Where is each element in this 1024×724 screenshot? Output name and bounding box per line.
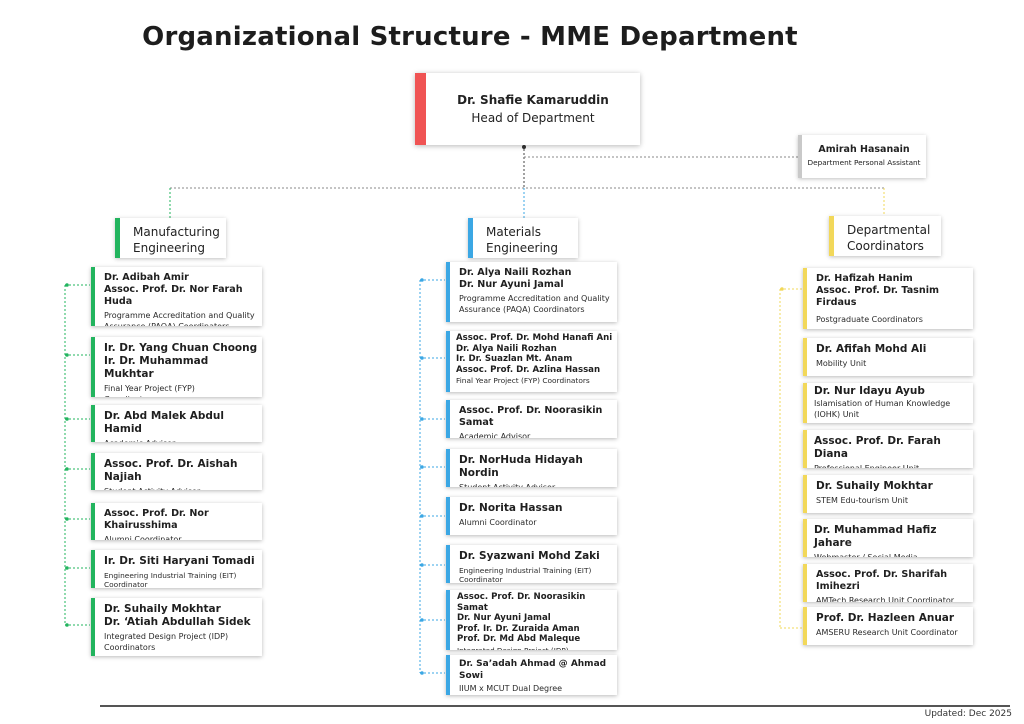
materials-card-paqa: Dr. Alya Naili Rozhan Dr. Nur Ayuni Jama… <box>446 262 617 322</box>
card-names: Dr. Muhammad Hafiz Jahare <box>814 524 937 549</box>
section-accent-bar <box>468 218 473 258</box>
manufacturing-card-paqa: Dr. Adibah Amir Assoc. Prof. Dr. Nor Far… <box>91 267 262 326</box>
updated-date: Updated: Dec 2025 <box>924 709 1012 719</box>
card-names: Dr. Sa’adah Ahmad @ Ahmad Sowi <box>459 659 607 681</box>
card-role: STEM Edu-tourism Unit <box>816 496 908 505</box>
card-role: Alumni Coordinator <box>104 535 182 540</box>
card-names: Assoc. Prof. Dr. Aishah Najiah <box>104 458 238 483</box>
personal-assistant-card: Amirah Hasanain Department Personal Assi… <box>798 135 926 178</box>
section-title: Manufacturing Engineering <box>133 225 220 255</box>
head-role: Head of Department <box>471 111 595 125</box>
card-names: Assoc. Prof. Dr. Sharifah Imihezri <box>816 569 948 592</box>
card-names: Assoc. Prof. Dr. Noorasikin Samat Dr. Nu… <box>457 592 586 644</box>
coordinator-card-webmaster: Dr. Muhammad Hafiz JahareWebmaster / Soc… <box>803 519 973 557</box>
head-accent-bar <box>415 73 426 145</box>
page-title: Organizational Structure - MME Departmen… <box>142 22 798 52</box>
coordinator-card-professional-engineer: Assoc. Prof. Dr. Farah DianaProfessional… <box>803 430 973 468</box>
materials-card-fyp: Assoc. Prof. Dr. Mohd Hanafi Ani Dr. Aly… <box>446 331 617 392</box>
card-role: Mobility Unit <box>816 359 867 368</box>
section-accent-bar <box>115 218 120 258</box>
card-names: Dr. Suhaily Mokhtar Dr. ‘Atiah Abdullah … <box>104 603 251 628</box>
materials-card-idp: Assoc. Prof. Dr. Noorasikin Samat Dr. Nu… <box>446 590 617 650</box>
card-role: IIUM x MCUT Dual Degree Programme Coordi… <box>459 684 563 695</box>
card-role: Postgraduate Coordinators <box>816 315 923 324</box>
card-names: Dr. Afifah Mohd Ali <box>816 343 927 355</box>
card-names: Ir. Dr. Yang Chuan Choong Ir. Dr. Muhamm… <box>104 342 258 380</box>
materials-card-student-activity: Dr. NorHuda Hidayah NordinStudent Activi… <box>446 449 617 487</box>
coordinator-card-postgraduate: Dr. Hafizah Hanim Assoc. Prof. Dr. Tasni… <box>803 268 973 329</box>
head-name: Dr. Shafie Kamaruddin <box>457 93 609 107</box>
card-names: Dr. Alya Naili Rozhan Dr. Nur Ayuni Jama… <box>459 267 572 290</box>
card-names: Assoc. Prof. Dr. Mohd Hanafi Ani Dr. Aly… <box>456 333 613 375</box>
section-coordinators: Departmental Coordinators <box>829 216 941 256</box>
card-role: Academic Advisor <box>104 439 258 442</box>
card-role: Student Activity Advisor <box>104 487 258 490</box>
manufacturing-card-fyp: Ir. Dr. Yang Chuan Choong Ir. Dr. Muhamm… <box>91 337 262 397</box>
section-title: Departmental Coordinators <box>847 223 931 253</box>
card-role: Programme Accreditation and Quality Assu… <box>459 294 610 314</box>
card-names: Dr. Adibah Amir Assoc. Prof. Dr. Nor Far… <box>104 272 243 307</box>
section-materials: Materials Engineering <box>468 218 578 258</box>
card-role: Final Year Project (FYP) Coordinators <box>456 376 590 385</box>
card-names: Dr. Syazwani Mohd Zaki <box>459 550 600 562</box>
card-role: Final Year Project (FYP) Coordinators <box>104 384 195 397</box>
manufacturing-card-student-activity: Assoc. Prof. Dr. Aishah NajiahStudent Ac… <box>91 453 262 490</box>
card-names: Assoc. Prof. Dr. Noorasikin Samat <box>459 405 603 428</box>
assistant-name: Amirah Hasanain <box>818 144 910 155</box>
section-manufacturing: Manufacturing Engineering <box>115 218 226 258</box>
card-names: Dr. NorHuda Hidayah Nordin <box>459 454 583 479</box>
card-role: AMTech Research Unit Coordinator <box>816 596 955 602</box>
card-names: Assoc. Prof. Dr. Nor Khairusshima <box>104 508 209 531</box>
manufacturing-card-academic-advisor: Dr. Abd Malek Abdul HamidAcademic Adviso… <box>91 405 262 442</box>
card-role: AMSERU Research Unit Coordinator <box>816 628 958 637</box>
card-names: Dr. Nur Idayu Ayub <box>814 385 925 397</box>
card-names: Assoc. Prof. Dr. Farah Diana <box>814 435 941 460</box>
section-title: Materials Engineering <box>486 225 558 255</box>
card-role: Islamisation of Human Knowledge (IOHK) U… <box>814 399 951 419</box>
section-accent-bar <box>829 216 834 256</box>
card-names: Prof. Dr. Hazleen Anuar <box>816 612 955 624</box>
card-role: Alumni Coordinator <box>459 518 537 527</box>
assistant-role: Department Personal Assistant <box>807 158 921 167</box>
card-role: Student Activity Advisor <box>459 483 613 487</box>
card-names: Dr. Suhaily Mokhtar <box>816 480 933 492</box>
card-names: Dr. Norita Hassan <box>459 502 563 514</box>
card-role: Integrated Design Project (IDP) Coordina… <box>457 645 569 651</box>
card-role: Webmaster / Social Media <box>814 553 969 557</box>
card-names: Ir. Dr. Siti Haryani Tomadi <box>104 555 255 567</box>
head-of-department-card: Dr. Shafie Kamaruddin Head of Department <box>415 73 640 145</box>
manufacturing-card-idp: Dr. Suhaily Mokhtar Dr. ‘Atiah Abdullah … <box>91 598 262 656</box>
card-role: Integrated Design Project (IDP) Coordina… <box>104 632 229 652</box>
card-role: Engineering Industrial Training (EIT) Co… <box>459 566 592 583</box>
card-names: Dr. Abd Malek Abdul Hamid <box>104 410 224 435</box>
card-role: Academic Advisor <box>459 432 531 438</box>
assistant-accent-bar <box>798 135 802 178</box>
footer-divider <box>100 705 1010 707</box>
card-role: Professional Engineer Unit <box>814 464 969 468</box>
card-role: Programme Accreditation and Quality Assu… <box>104 311 255 326</box>
card-names: Dr. Hafizah Hanim Assoc. Prof. Dr. Tasni… <box>816 273 940 308</box>
card-role: Engineering Industrial Training (EIT) Co… <box>104 571 237 588</box>
